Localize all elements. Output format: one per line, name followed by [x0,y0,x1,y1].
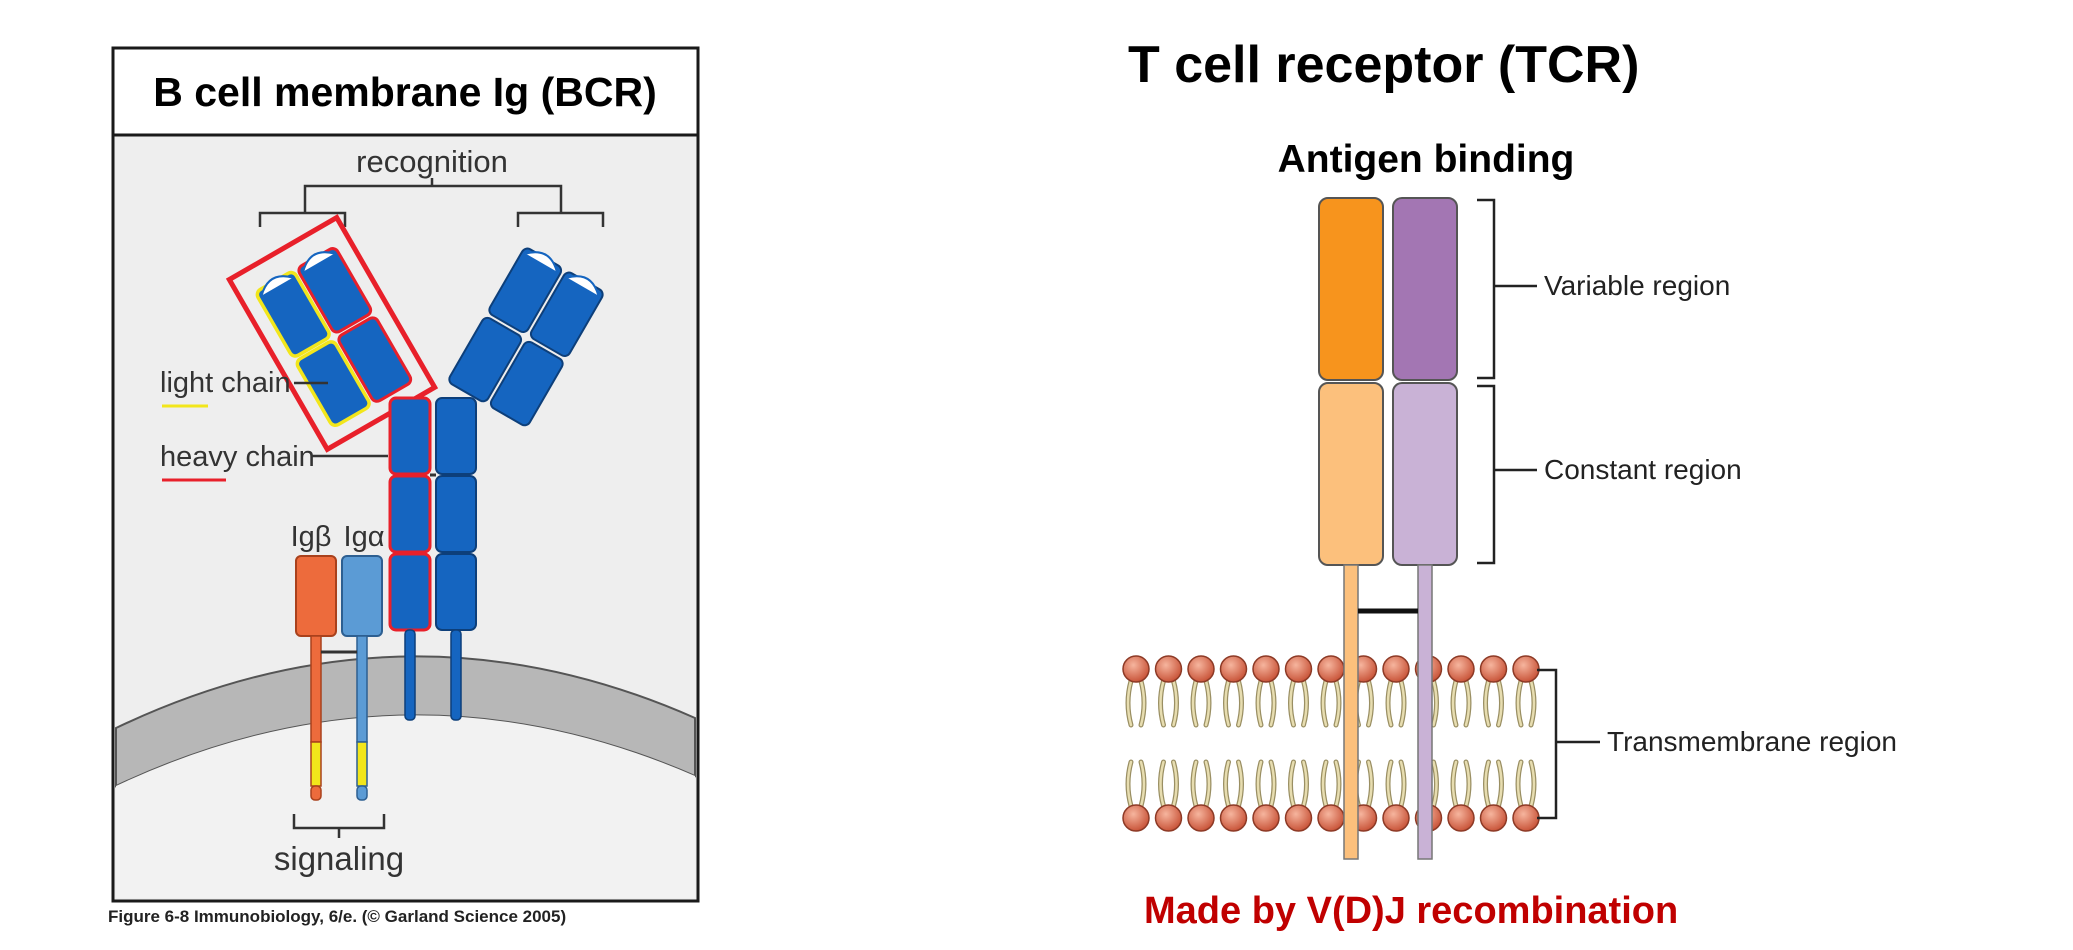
tcr-title: T cell receptor (TCR) [1128,36,1639,94]
tcr-alpha-transmembrane [1343,564,1359,860]
lipid-tails [1126,679,1146,808]
lipid-tails [1515,678,1537,809]
lipid-head [1512,804,1540,832]
heavy-chain-ch1-domain [337,316,413,403]
lipid-tails [1450,678,1472,809]
lipid-tails [1224,679,1243,808]
tcr-beta-variable-domain [1392,197,1458,381]
lipid-tails [1288,678,1309,809]
ig-beta-chain [295,555,337,801]
lipid-tails [1289,679,1308,808]
lipid-head [1284,655,1313,683]
lipid-tails [1158,678,1179,809]
left-fab-arm [225,214,439,453]
heavy-chain-label: heavy chain [160,441,315,473]
lipid-tails [1255,678,1277,809]
lipid-tails [1320,678,1342,809]
transmembrane-region-label: Transmembrane region [1607,726,1897,757]
lipid-head [1382,655,1410,683]
lipid-tails [1483,678,1504,809]
constant-region-label: Constant region [1544,454,1742,485]
signaling-label: signaling [274,840,404,877]
ig-beta-label: Igβ [291,521,332,553]
lipid-head [1154,655,1183,683]
lipid-head [1219,655,1248,683]
bcr-panel: B cell membrane Ig (BCR) recognition [108,46,700,926]
lipid-bilayer [1122,655,1540,832]
tcr-beta-constant-domain [1392,382,1458,566]
ig-alpha-chain [341,555,383,801]
figure-caption: Figure 6-8 Immunobiology, 6/e. (© Garlan… [108,907,566,926]
lipid-head [1154,804,1183,832]
lipid-tails [1321,679,1341,808]
heavy-chain-tail-right [450,629,462,721]
transmembrane-region-bracket [1537,668,1558,820]
lipid-tails [1191,679,1211,808]
lipid-head [1122,804,1150,832]
vdj-footer: Made by V(D)J recombination [1144,890,1678,932]
lipid-head [1122,655,1150,683]
lipid-tails [1386,679,1406,808]
bcr-title-box [111,46,700,137]
lipid-head [1447,655,1475,683]
lipid-tails [1385,678,1407,809]
variable-region-bracket [1477,198,1496,380]
lipid-head [1187,655,1215,683]
antigen-binding-label: Antigen binding [1278,138,1575,181]
lipid-tails [1516,679,1536,808]
tcr-beta-transmembrane [1417,564,1433,860]
lipid-head [1479,804,1508,832]
lipid-head [1187,804,1215,832]
fc-region [388,396,477,721]
lipid-tails [1484,679,1503,808]
lipid-tails [1223,678,1244,809]
lipid-head [1252,655,1280,683]
light-chain-constant-domain [295,340,371,428]
recognition-label: recognition [356,144,508,179]
lipid-tails [1256,679,1276,808]
lipid-head [1317,655,1345,683]
tcr-alpha-constant-domain [1318,382,1384,566]
lipid-head [1284,804,1313,832]
recognition-bracket [258,178,605,227]
lipid-head [1382,804,1410,832]
lipid-head [1479,655,1508,683]
heavy-chain-tail-left [404,629,416,721]
lipid-head [1252,804,1280,832]
tcr-alpha-variable-domain [1318,197,1384,381]
fab-highlight-box [225,214,439,453]
lipid-tails [1125,678,1147,809]
lipid-tails [1190,678,1212,809]
ig-alpha-label: Igα [344,521,385,553]
bcr-title: B cell membrane Ig (BCR) [153,69,657,115]
right-fab-arm [448,247,604,427]
lipid-head [1447,804,1475,832]
variable-region-label: Variable region [1544,270,1730,301]
lipid-head [1219,804,1248,832]
constant-region-bracket [1477,384,1496,565]
lipid-tails [1451,679,1471,808]
cell-interior [116,715,695,898]
tcr-panel: T cell receptor (TCR) Antigen binding Va… [1122,36,1897,932]
lipid-head [1317,804,1345,832]
light-chain-label: light chain [160,367,291,399]
lipid-tails [1159,679,1178,808]
lipid-head [1512,655,1540,683]
